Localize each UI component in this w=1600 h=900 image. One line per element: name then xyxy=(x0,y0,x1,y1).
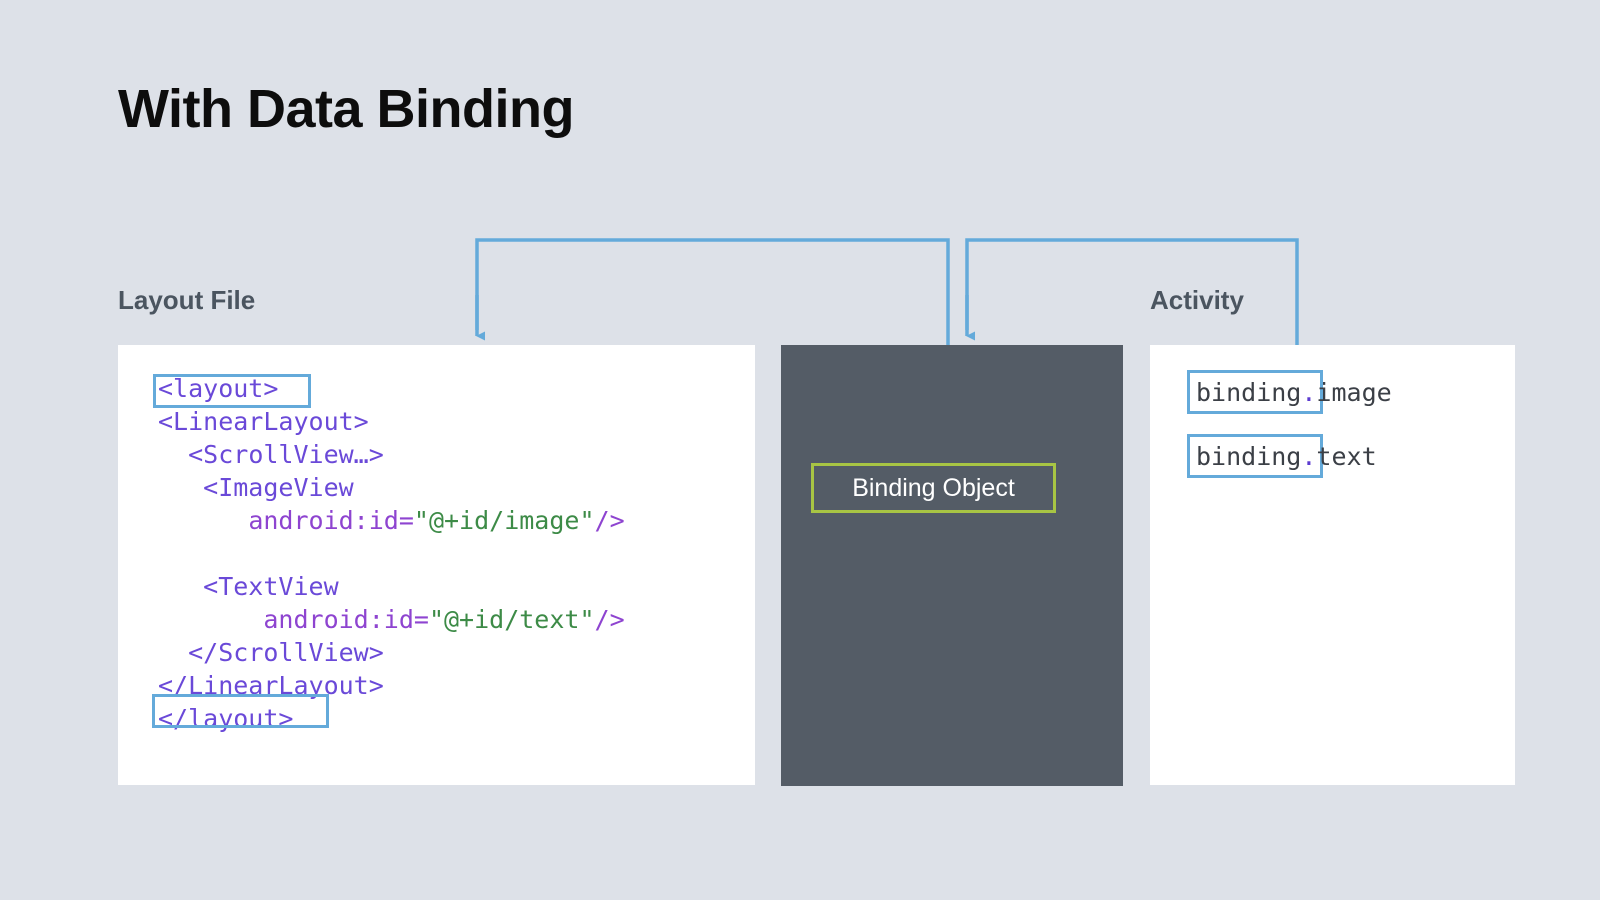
code-line: </ScrollView> xyxy=(158,636,625,669)
code-token-tag: </layout> xyxy=(158,704,294,733)
layout-file-heading: Layout File xyxy=(118,285,256,315)
highlight-box-binding-text xyxy=(1187,434,1323,478)
activity-code-line-binding-text: binding.text xyxy=(1196,440,1377,474)
connector-layout-to-binding xyxy=(475,238,950,345)
page-title: With Data Binding xyxy=(118,79,574,139)
highlight-box-binding-image xyxy=(1187,370,1323,414)
code-line: </layout> xyxy=(158,702,625,735)
binding-dot: . xyxy=(1301,442,1317,471)
code-token-attr: /> xyxy=(594,506,625,535)
code-line: <LinearLayout> xyxy=(158,405,625,438)
code-token-tag: <ScrollView…> xyxy=(188,440,384,469)
highlight-box-layout-close-tag xyxy=(152,694,329,728)
binding-object-label: Binding Object xyxy=(852,473,1015,502)
code-token-attr: android:id= xyxy=(248,506,414,535)
layout-file-panel: <layout> <LinearLayout> <ScrollView…> <Im… xyxy=(118,345,755,785)
connector-activity-to-binding xyxy=(965,238,1299,345)
binding-identifier: binding xyxy=(1196,378,1302,407)
code-line: <layout> xyxy=(158,372,625,405)
activity-heading: Activity xyxy=(1150,285,1244,315)
code-line: <ScrollView…> xyxy=(158,438,625,471)
layout-file-code: <layout> <LinearLayout> <ScrollView…> <Im… xyxy=(158,372,625,735)
code-line: <ImageView xyxy=(158,471,625,504)
code-token-string: "@+id/text" xyxy=(428,605,595,634)
code-token-string: "@+id/image" xyxy=(413,506,595,535)
binding-object-panel xyxy=(781,345,1123,786)
code-token-tag: <layout> xyxy=(158,374,279,403)
code-token-tag: <TextView xyxy=(203,572,339,601)
code-token-attr: android:id= xyxy=(263,605,429,634)
code-token-tag: <ImageView xyxy=(203,473,354,502)
binding-property: text xyxy=(1316,442,1377,471)
code-line: android:id="@+id/image"/> xyxy=(158,504,625,537)
activity-code-line-binding-image: binding.image xyxy=(1196,376,1392,410)
highlight-box-layout-open-tag xyxy=(153,374,311,408)
binding-property: image xyxy=(1316,378,1392,407)
activity-panel xyxy=(1150,345,1515,785)
binding-identifier: binding xyxy=(1196,442,1302,471)
binding-object-box: Binding Object xyxy=(811,463,1056,513)
code-line: <TextView xyxy=(158,570,625,603)
code-line xyxy=(158,537,625,570)
code-token-tag: </ScrollView> xyxy=(188,638,384,667)
code-token-tag: <LinearLayout> xyxy=(158,407,369,436)
binding-dot: . xyxy=(1301,378,1317,407)
code-line: android:id="@+id/text"/> xyxy=(158,603,625,636)
code-token-attr: /> xyxy=(594,605,625,634)
